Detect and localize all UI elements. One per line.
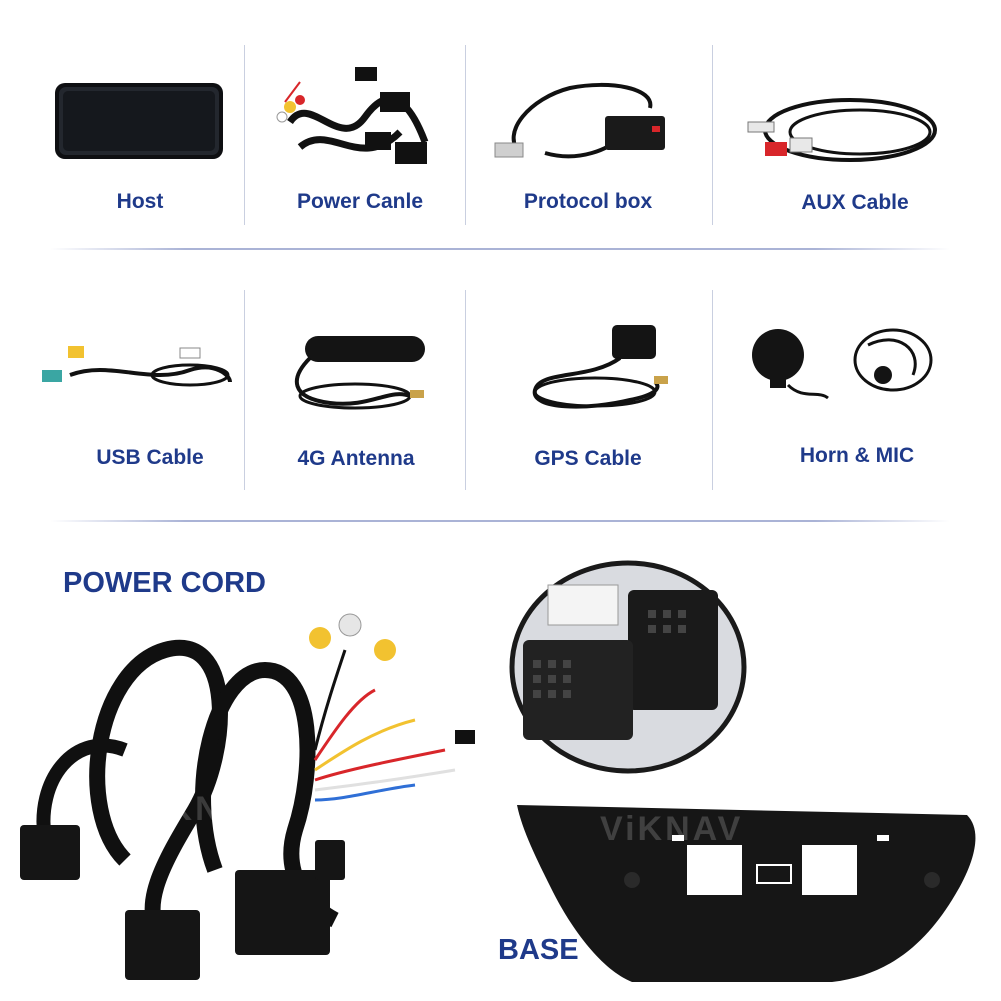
item-label-horn-mic: Horn & MIC: [799, 444, 915, 467]
item-label-protocol-box: Protocol box: [523, 190, 653, 213]
item-label-gps-cable: GPS Cable: [534, 447, 642, 470]
usb-cable-image: [42, 346, 232, 387]
column-divider: [465, 290, 466, 490]
column-divider: [244, 45, 245, 225]
car-screen-host-image: [55, 83, 223, 159]
horn-mic-image: [752, 328, 933, 400]
item-label-host: Host: [116, 190, 164, 213]
column-divider: [244, 290, 245, 490]
power-cable-harness-image: [276, 67, 429, 164]
row-divider: [50, 248, 950, 250]
aux-cable-image: [747, 98, 937, 162]
watermark: ViKNAV: [600, 810, 744, 848]
base-title: BASE: [498, 934, 579, 966]
column-divider: [712, 45, 713, 225]
power-cord-title: POWER CORD: [63, 567, 266, 599]
item-label-power-cable: Power Canle: [296, 190, 424, 213]
item-label-4g-antenna: 4G Antenna: [297, 447, 415, 470]
row-divider: [50, 520, 950, 522]
item-label-usb-cable: USB Cable: [96, 446, 204, 469]
item-label-aux-cable: AUX Cable: [801, 191, 909, 214]
column-divider: [712, 290, 713, 490]
connector-closeup-image: [509, 560, 747, 774]
watermark: ViKNAV: [130, 790, 274, 828]
protocol-box-image: [494, 82, 665, 159]
base-bracket-image: [517, 805, 976, 982]
gps-cable-image: [532, 325, 668, 409]
column-divider: [465, 45, 466, 225]
4g-antenna-image: [294, 336, 425, 410]
power-cord-harness-image: [20, 613, 475, 980]
